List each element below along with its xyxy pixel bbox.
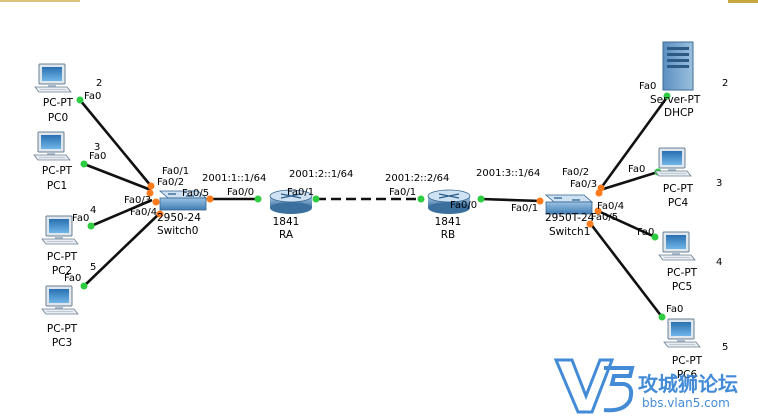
switch1-port-fa05: Fa0/5 xyxy=(591,212,618,223)
ra-name: RA xyxy=(279,229,294,241)
pc6-port: Fa0 xyxy=(666,304,683,315)
device-router-rb[interactable]: 1841 RB Fa0/1 Fa0/0 2001:2::2/64 2001:3:… xyxy=(385,168,540,241)
pc4-port: Fa0 xyxy=(628,164,645,175)
link-switch1-pc4 xyxy=(599,170,659,192)
pc2-num: 4 xyxy=(90,205,96,216)
link-pc0-switch0 xyxy=(78,99,153,187)
pc-icon xyxy=(34,63,72,93)
pc6-type: PC-PT xyxy=(672,355,703,367)
watermark-logo-icon xyxy=(553,358,635,414)
server-num: 2 xyxy=(722,78,728,89)
pc2-port: Fa0 xyxy=(72,213,89,224)
watermark: 攻城狮论坛 bbs.vlan5.com xyxy=(553,358,738,414)
pc3-num: 5 xyxy=(90,262,96,273)
pc2-name: PC2 xyxy=(52,265,72,277)
ra-ip-right: 2001:2::1/64 xyxy=(289,169,353,180)
watermark-url: bbs.vlan5.com xyxy=(642,396,730,410)
device-router-ra[interactable]: 1841 RA Fa0/0 Fa0/1 2001:1::1/64 2001:2:… xyxy=(202,169,353,241)
top-border-left xyxy=(0,0,80,2)
pc-icon xyxy=(663,318,701,348)
switch0-port-fa05: Fa0/5 xyxy=(182,188,209,199)
pc4-type: PC-PT xyxy=(663,183,694,195)
pc5-num: 4 xyxy=(716,257,722,268)
pc3-name: PC3 xyxy=(52,337,72,349)
pc-icon xyxy=(654,147,692,177)
link-switch1-server xyxy=(599,95,670,189)
server-icon xyxy=(662,41,694,91)
device-switch0[interactable]: 2950-24 Switch0 Fa0/1 Fa0/2 Fa0/3 Fa0/4 … xyxy=(124,166,209,237)
ra-port-fa00: Fa0/0 xyxy=(227,187,254,198)
link-switch1-pc5 xyxy=(597,209,656,239)
router-icon xyxy=(269,189,313,214)
switch0-name: Switch0 xyxy=(157,225,198,237)
pc3-port: Fa0 xyxy=(64,273,81,284)
switch1-port-fa03: Fa0/3 xyxy=(570,179,597,190)
server-port: Fa0 xyxy=(639,81,656,92)
watermark-brand: 攻城狮论坛 xyxy=(638,372,738,396)
pc-icon xyxy=(41,285,79,315)
pc4-num: 3 xyxy=(716,178,722,189)
switch1-name: Switch1 xyxy=(549,226,590,238)
switch1-type: 2950T-24 xyxy=(545,212,595,224)
pc6-name: PC6 xyxy=(677,369,698,381)
link-pc1-switch0 xyxy=(83,162,152,192)
rb-port-fa00: Fa0/0 xyxy=(450,200,477,211)
rb-ip-right: 2001:3::1/64 xyxy=(476,168,540,179)
device-pc0[interactable]: PC-PT PC0 Fa0 2 xyxy=(34,63,102,124)
switch0-port-fa01: Fa0/1 xyxy=(162,166,189,177)
device-pc6[interactable]: PC-PT PC6 Fa0 5 xyxy=(663,304,728,381)
rb-name: RB xyxy=(441,229,456,241)
server-type: Server-PT xyxy=(650,94,701,106)
pc1-name: PC1 xyxy=(47,180,67,192)
pc-icon xyxy=(658,231,696,261)
pc0-num: 2 xyxy=(96,78,102,89)
pc1-port: Fa0 xyxy=(89,151,106,162)
rb-ip-left: 2001:2::2/64 xyxy=(385,173,449,184)
ra-type: 1841 xyxy=(273,216,300,228)
pc0-type: PC-PT xyxy=(43,97,74,109)
pc4-name: PC4 xyxy=(668,197,689,209)
pc2-type: PC-PT xyxy=(47,251,78,263)
switch-icon xyxy=(544,194,594,215)
device-pc3[interactable]: PC-PT PC3 Fa0 5 xyxy=(41,262,96,349)
router-icon xyxy=(427,189,471,214)
device-switch1[interactable]: 2950T-24 Switch1 Fa0/1 Fa0/2 Fa0/3 Fa0/4… xyxy=(511,167,624,238)
device-pc2[interactable]: PC-PT PC2 Fa0 4 xyxy=(41,205,96,277)
switch1-port-fa04: Fa0/4 xyxy=(597,201,624,212)
switch0-type: 2950-24 xyxy=(157,212,201,224)
device-pc4[interactable]: PC-PT PC4 Fa0 3 xyxy=(628,147,722,209)
pc-icon xyxy=(33,131,71,161)
links xyxy=(78,95,670,318)
device-server-dhcp[interactable]: Server-PT DHCP Fa0 2 xyxy=(639,41,728,119)
switch0-port-fa02: Fa0/2 xyxy=(157,177,184,188)
switch1-port-fa02: Fa0/2 xyxy=(562,167,589,178)
server-name: DHCP xyxy=(664,107,694,119)
ra-ip-left: 2001:1::1/64 xyxy=(202,173,266,184)
link-switch1-pc6 xyxy=(588,222,664,318)
pc3-type: PC-PT xyxy=(47,323,78,335)
pc1-num: 3 xyxy=(94,142,100,153)
ra-port-fa01: Fa0/1 xyxy=(287,187,314,198)
top-border-right xyxy=(728,0,758,3)
pc0-name: PC0 xyxy=(48,112,68,124)
switch0-port-fa03: Fa0/3 xyxy=(124,195,151,206)
rb-port-fa01: Fa0/1 xyxy=(389,187,416,198)
link-pc2-switch0 xyxy=(90,198,153,228)
pc6-num: 5 xyxy=(722,342,728,353)
switch1-port-fa01: Fa0/1 xyxy=(511,203,538,214)
rb-type: 1841 xyxy=(435,216,462,228)
pc5-type: PC-PT xyxy=(667,267,698,279)
switch-icon xyxy=(158,190,208,211)
switch0-port-fa04: Fa0/4 xyxy=(130,207,157,218)
pc1-type: PC-PT xyxy=(42,165,73,177)
pc5-port: Fa0 xyxy=(637,227,654,238)
port-status-dots xyxy=(76,92,671,321)
link-rb-switch1 xyxy=(480,197,542,203)
pc0-port: Fa0 xyxy=(84,91,101,102)
device-pc1[interactable]: PC-PT PC1 Fa0 3 xyxy=(33,131,106,192)
link-pc3-switch0 xyxy=(83,212,161,287)
pc5-name: PC5 xyxy=(672,281,692,293)
device-pc5[interactable]: PC-PT PC5 Fa0 4 xyxy=(637,227,722,293)
